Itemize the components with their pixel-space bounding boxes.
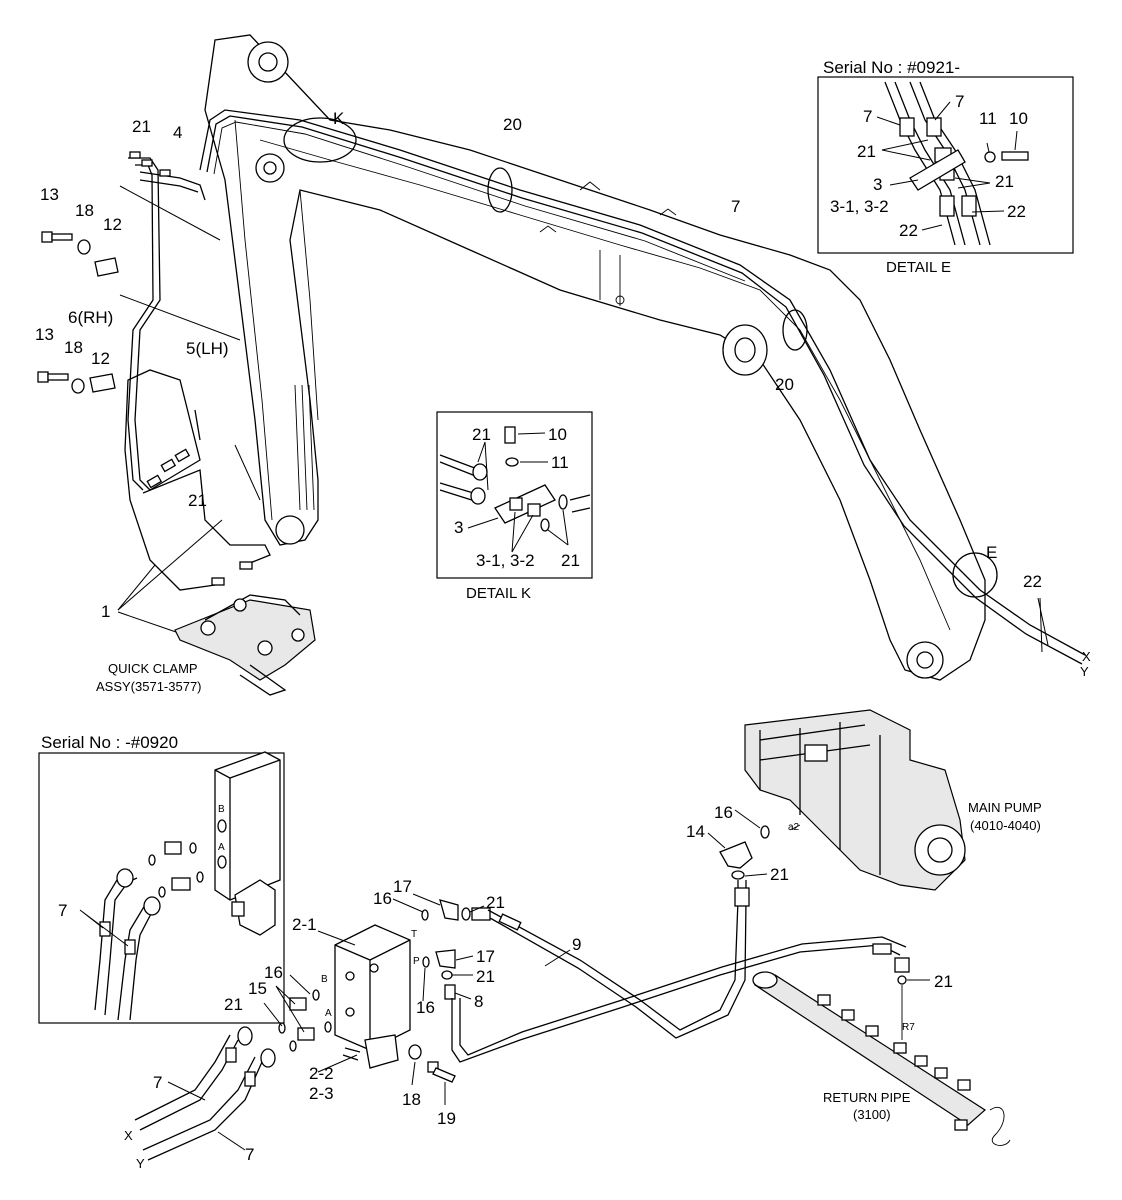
part-18-a: 18 <box>75 201 94 220</box>
quick-clamp-line1: QUICK CLAMP <box>108 661 198 676</box>
part-17-a: 17 <box>393 877 412 896</box>
labels: Serial No : #0921- Serial No : -#0920 DE… <box>35 58 1091 1171</box>
hoses-7-xy <box>134 1026 276 1161</box>
port-x-boom: X <box>1082 649 1091 664</box>
part-2-3: 2-3 <box>309 1084 334 1103</box>
part-21-return: 21 <box>934 972 953 991</box>
marker-e: E <box>986 543 997 562</box>
port-r7: R7 <box>902 1022 915 1033</box>
part-21-valve-b: 21 <box>486 893 505 912</box>
part-7-e-a: 7 <box>863 107 872 126</box>
hose-22-ends <box>1037 597 1049 653</box>
detail-e-box <box>817 76 1074 254</box>
part-3-e: 3 <box>873 175 882 194</box>
serial-top-label: Serial No : #0921- <box>823 58 960 77</box>
port-x-bottom: X <box>124 1128 133 1143</box>
part-21-valve-c: 21 <box>476 967 495 986</box>
port-a-serial: A <box>218 842 225 853</box>
port-t-valve: T <box>411 929 417 940</box>
bolt-13-set-upper <box>41 231 119 277</box>
detail-e-caption: DETAIL E <box>886 259 951 276</box>
port-a2: a2 <box>788 822 800 833</box>
part-9: 9 <box>572 935 581 954</box>
part-20-b: 20 <box>775 375 794 394</box>
part-13-a: 13 <box>40 185 59 204</box>
part-21-pump: 21 <box>770 865 789 884</box>
part-2-2: 2-2 <box>309 1064 334 1083</box>
part-7-boom: 7 <box>731 197 740 216</box>
bolt-13-set-lower <box>37 371 116 394</box>
main-pump-line1: MAIN PUMP <box>968 800 1042 815</box>
part-16-valve-a: 16 <box>264 963 283 982</box>
main-pump <box>744 709 966 891</box>
part-22-e-b: 22 <box>899 221 918 240</box>
part-3-sub-k: 3-1, 3-2 <box>476 551 535 570</box>
part-20-a: 20 <box>503 115 522 134</box>
detail-k-box <box>436 411 593 579</box>
marker-k: K <box>333 109 345 128</box>
part-16-valve-b: 16 <box>373 889 392 908</box>
part-2-1: 2-1 <box>292 915 317 934</box>
part-5-lh: 5(LH) <box>186 339 229 358</box>
return-pipe-line1: RETURN PIPE <box>823 1090 911 1105</box>
part-10-e: 10 <box>1009 109 1028 128</box>
part-3-k: 3 <box>454 518 463 537</box>
part-12-a: 12 <box>103 215 122 234</box>
part-7-bottom-a: 7 <box>153 1073 162 1092</box>
port-b-serial: B <box>218 804 225 815</box>
part-6-rh: 6(RH) <box>68 308 113 327</box>
part-21-k-b: 21 <box>561 551 580 570</box>
part-18-valve: 18 <box>402 1090 421 1109</box>
detail-k-caption: DETAIL K <box>466 585 531 602</box>
part-21-e-b: 21 <box>995 172 1014 191</box>
port-a-valve: A <box>325 1008 332 1019</box>
quick-clamp-line2: ASSY(3571-3577) <box>96 679 202 694</box>
return-pipe-line2: (3100) <box>853 1107 891 1122</box>
bolt-19-washer-18 <box>411 1061 456 1105</box>
part-19: 19 <box>437 1109 456 1128</box>
part-4: 4 <box>173 123 182 142</box>
part-3-sub-e: 3-1, 3-2 <box>830 197 889 216</box>
part-16-pump: 16 <box>714 803 733 822</box>
part-21-a: 21 <box>132 117 151 136</box>
valve-block-2-1 <box>317 924 422 1073</box>
part-11-k: 11 <box>551 453 569 472</box>
part-22-boom: 22 <box>1023 572 1042 591</box>
valve-fittings <box>263 974 332 1052</box>
part-22-e-a: 22 <box>1007 202 1026 221</box>
main-pump-line2: (4010-4040) <box>970 818 1041 833</box>
part-14: 14 <box>686 822 705 841</box>
boom-arm <box>199 34 1086 681</box>
part-21-e-a: 21 <box>857 142 876 161</box>
quick-clamp-assy <box>117 519 316 696</box>
part-15: 15 <box>248 979 267 998</box>
part-21-k-a: 21 <box>472 425 491 444</box>
part-7-serial-box: 7 <box>58 901 67 920</box>
part-8: 8 <box>474 992 483 1011</box>
port-b-valve: B <box>321 974 328 985</box>
part-21-valve-a: 21 <box>224 995 243 1014</box>
serial-bottom-label: Serial No : -#0920 <box>41 733 178 752</box>
port-y-bottom: Y <box>136 1156 145 1171</box>
serial-0920-box <box>38 751 285 1024</box>
part-18-b: 18 <box>64 338 83 357</box>
part-7-bottom-b: 7 <box>245 1145 254 1164</box>
port-y-boom: Y <box>1080 664 1089 679</box>
part-1: 1 <box>101 602 110 621</box>
port-p-valve: P <box>413 956 420 967</box>
part-10-k: 10 <box>548 425 567 444</box>
valve-top-fittings <box>392 893 491 1002</box>
part-17-b: 17 <box>476 947 495 966</box>
part-12-b: 12 <box>91 349 110 368</box>
part-16-valve-c: 16 <box>416 998 435 1017</box>
part-21-b: 21 <box>188 491 207 510</box>
fitting-14 <box>707 809 770 880</box>
part-13-b: 13 <box>35 325 54 344</box>
return-pipe <box>752 957 1011 1146</box>
part-7-e-b: 7 <box>955 92 964 111</box>
part-11-e: 11 <box>979 109 997 128</box>
left-hoses <box>119 151 271 591</box>
hoses-9-8 <box>451 880 907 1063</box>
